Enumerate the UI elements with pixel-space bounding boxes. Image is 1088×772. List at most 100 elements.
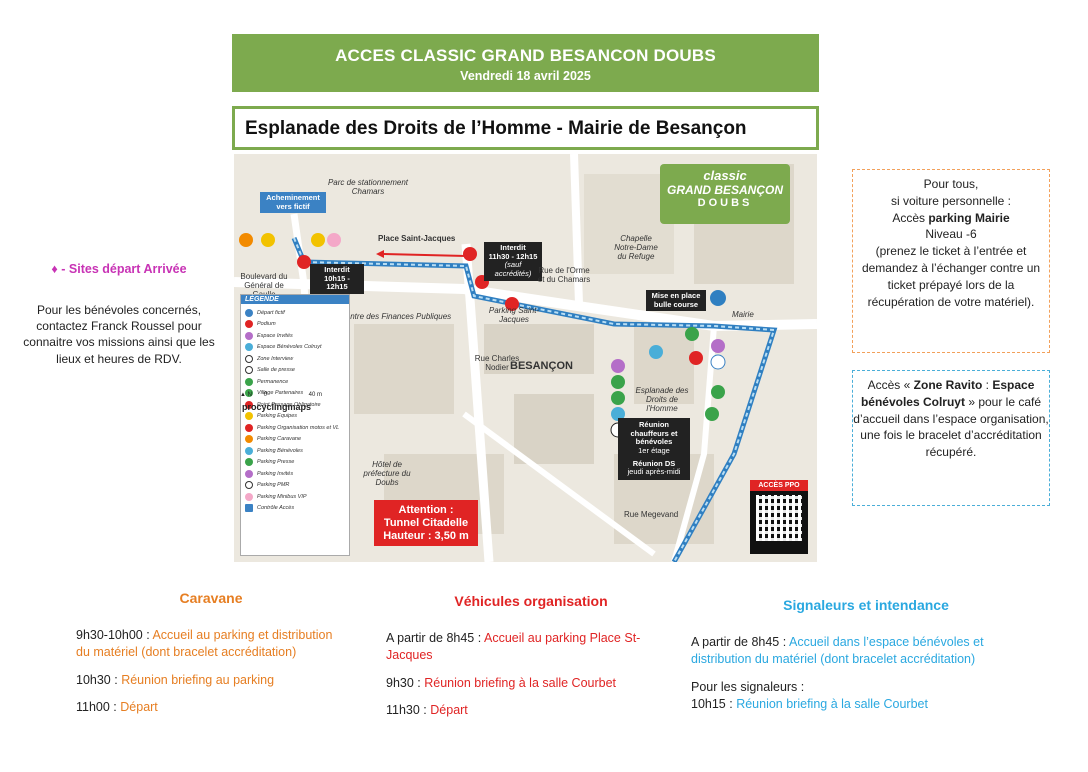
item-text: Réunion briefing à la salle Courbet [424,675,617,690]
map-label-rue-orme: Rue de l'Orme et du Chamars [537,266,591,285]
legend-item: Salle de presse [245,365,345,377]
warning-line-3: Hauteur : 3,50 m [383,530,469,543]
logo-line-1: classic [703,168,747,183]
item-time: 9h30-10h00 : [76,627,153,642]
ravito-zone-label: Zone Ravito [913,378,983,392]
legend-item: Parking Presse [245,457,345,469]
map-label-rue-megevand: Rue Megevand [624,510,679,519]
caravane-section: Caravane 9h30-10h00 : Accueil au parking… [76,589,346,727]
access-control-icon [245,504,253,513]
ppo-icon [245,400,253,409]
village-icon [245,389,253,398]
item-text: Départ [430,703,468,718]
ppo-qr-block[interactable]: ACCÈS PPO [750,480,808,554]
legend-item: Zone Interview [245,353,345,365]
caravane-title: Caravane [179,590,243,606]
location-title: Esplanade des Droits de l’Homme - Mairie… [232,106,819,150]
vehicules-item: A partir de 8h45 : Accueil au parking Pl… [386,630,676,665]
interdit-1-time: 11h30 - 12h15 [488,251,538,261]
event-date: Vendredi 18 avril 2025 [460,69,591,83]
site-map[interactable]: Parc de stationnement Chamars Achemineme… [234,154,817,562]
legend-label: Salle de presse [257,367,295,374]
map-label-chapelle: Chapelle Notre-Dame du Refuge [614,234,658,262]
volunteers-icon [245,343,253,352]
logo-line-2: GRAND BESANÇON [666,183,783,197]
parking-line-2: si voiture personnelle : [890,193,1012,208]
legend-label: Espace Bénévoles Colruyt [257,344,322,351]
parking-access-label: Accès [892,210,929,225]
press-room-icon [245,366,253,375]
legend-item: Espace Bénévoles Colruyt [245,342,345,354]
item-time: 10h30 : [76,672,122,687]
parking-info-box: Pour tous, si voiture personnelle : Accè… [852,169,1050,353]
parking-press-icon [245,458,253,467]
legend-label: Départ fictif [257,309,285,316]
warning-line-2: Tunnel Citadelle [383,517,469,530]
item-time: 10h15 : [691,697,737,712]
ravito-text-c: : [982,378,993,392]
signaleurs-title: Signaleurs et intendance [783,597,949,613]
legend-label: Parking Equipes [257,413,298,420]
item-time: A partir de 8h45 : [386,630,484,645]
legend-list: Départ fictif Podium Espace Invités Espa… [241,304,349,517]
info-icon [245,377,253,386]
signaleurs-item: Pour les signaleurs : [691,679,1041,697]
map-label-esplanade: Esplanade des Droits de l'Homme [635,386,689,414]
parking-mairie-label: parking Mairie [928,210,1010,225]
legend-item: Podium [245,319,345,331]
legend-label: Contrôle Accès [257,505,295,512]
legend-item: Parking Bénévoles [245,445,345,457]
map-label-rue-nodier: Rue Charles Nodier [474,354,520,373]
interdit-1-note: (sauf accrédités) [494,260,532,278]
parking-guests-icon [245,469,253,478]
signaleurs-item: 10h15 : Réunion briefing à la salle Cour… [691,696,1041,714]
parking-pmr-icon [245,481,253,490]
legend-label: Point Passage Obligatoire [257,401,321,408]
item-text: Départ [120,700,158,715]
map-label-mairie: Mairie [732,310,754,319]
legend-label: Zone Interview [257,355,294,362]
map-tag-acheminement: Acheminement vers fictif [260,192,326,214]
legend-label: Parking Invités [257,470,294,477]
parking-teams-icon [245,412,253,421]
depart-icon [245,308,253,317]
reunion-ds: Réunion DS [632,458,676,468]
interdit-2-title: Interdit [324,265,350,274]
map-label-parking-st-jacques: Parking Saint-Jacques [488,306,540,325]
podium-icon [245,320,253,329]
caravane-item: 9h30-10h00 : Accueil au parking et distr… [76,627,346,662]
legend-label: Permanence [257,378,289,385]
legend-item: Parking Organisation motos et VL [245,422,345,434]
vehicules-title: Véhicules organisation [454,593,608,609]
warning-line-1: Attention : [398,504,454,516]
legend-item: Parking Equipes [245,411,345,423]
item-time: A partir de 8h45 : [691,634,789,649]
legend-label: Parking Minibus VIP [257,493,307,500]
scale-max: 40 m [308,392,322,398]
parking-vip-icon [245,492,253,501]
page-title: ACCES CLASSIC GRAND BESANCON DOUBS [335,46,716,65]
map-tag-interdit-1: Interdit 11h30 - 12h15 (sauf accrédités) [484,242,542,281]
header-banner: ACCES CLASSIC GRAND BESANCON DOUBS Vendr… [232,34,819,92]
legend-item: Parking Caravane [245,434,345,446]
legend-label: Parking PMR [257,482,290,489]
map-tag-mise-en-place: Mise en place bulle course [646,290,706,312]
legend-label: Village Partenaires [257,390,304,397]
map-scale: ▲ N 0 40 m [240,392,322,398]
legend-item: Permanence [245,376,345,388]
ravito-info-box: Accès « Zone Ravito : Espace bénévoles C… [852,370,1050,506]
caravane-item: 10h30 : Réunion briefing au parking [76,672,346,690]
legend-item: Parking PMR [245,480,345,492]
legend-title: LÉGENDE [241,295,349,304]
legend-label: Parking Organisation motos et VL [257,424,340,431]
ravito-espace-label: Espace bénévoles Colruyt [860,378,1035,409]
item-time: 11h30 : [386,703,431,718]
sites-depart-text: Pour les bénévoles concernés, contactez … [23,303,215,366]
vehicules-item: 9h30 : Réunion briefing à la salle Courb… [386,675,676,693]
vehicules-item: 11h30 : Départ [386,702,676,720]
legend-label: Espace Invités [257,332,293,339]
parking-line-1: Pour tous, [923,177,979,191]
logo-line-3: DOUBS [697,197,753,209]
procyclingmaps-brand: procyclingmaps [242,402,312,412]
qr-code-icon[interactable] [756,495,802,541]
